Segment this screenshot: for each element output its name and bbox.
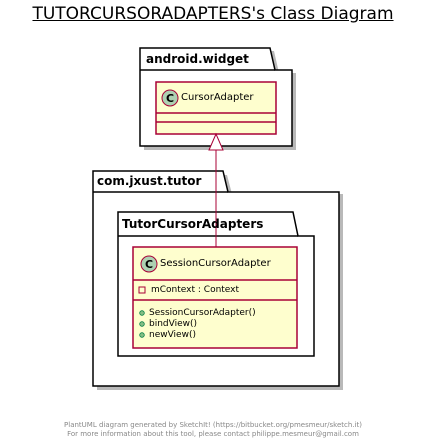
class-cursor-adapter — [155, 81, 277, 135]
class-session-cursor-adapter — [132, 246, 298, 349]
diagram-title: TUTORCURSORADAPTERS's Class Diagram — [32, 4, 394, 24]
class-stereotype-icon: C — [145, 258, 153, 271]
package-label-android-widget: android.widget — [146, 52, 249, 66]
class-method: bindView() — [149, 319, 198, 329]
footer-line-generated: PlantUML diagram generated by SketchIt! … — [64, 421, 362, 429]
class-name-cursor-adapter: CursorAdapter — [181, 92, 254, 103]
inheritance-arrow — [208, 132, 224, 247]
class-name-session-cursor-adapter: SessionCursorAdapter — [160, 258, 271, 269]
class-method: newView() — [149, 330, 196, 340]
class-stereotype-icon: C — [166, 92, 174, 105]
package-label-tutor-cursor-adapters: TutorCursorAdapters — [122, 217, 264, 231]
class-field: mContext : Context — [151, 285, 240, 295]
footer-line-contact: For more information about this tool, pl… — [67, 430, 359, 438]
package-label-com-jxust-tutor: com.jxust.tutor — [97, 174, 202, 188]
class-method: SessionCursorAdapter() — [149, 308, 256, 318]
